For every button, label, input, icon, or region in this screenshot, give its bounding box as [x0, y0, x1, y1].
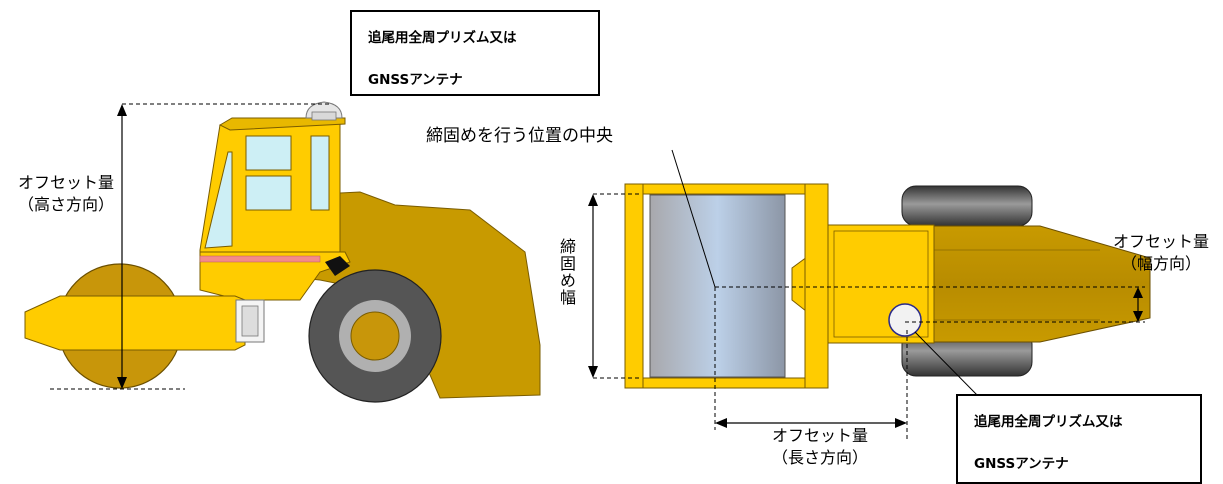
- front-hinge-inner: [241, 305, 259, 337]
- front-frame-left: [624, 183, 644, 389]
- height-offset-label: オフセット量 （高さ方向）: [6, 175, 126, 213]
- front-frame-right: [804, 183, 829, 389]
- callout-bottom-line2: GNSSアンテナ: [974, 456, 1069, 472]
- length-offset-label: オフセット量 （長さ方向）: [750, 428, 890, 466]
- cab-window-1: [245, 135, 292, 171]
- length-offset-line1: オフセット量: [771, 426, 868, 445]
- compaction-width-label: 締固め幅: [557, 238, 576, 306]
- top-view-roller: [588, 149, 1151, 440]
- callout-bottom-line1: 追尾用全周プリズム又は: [974, 414, 1123, 430]
- width-offset-line1: オフセット量: [1112, 232, 1209, 251]
- side-view-roller: [24, 101, 541, 403]
- prism-top-view: [888, 303, 922, 337]
- front-frame-arm: [24, 295, 246, 351]
- chassis: [199, 251, 351, 301]
- width-offset-label: オフセット量 （幅方向）: [1100, 234, 1222, 272]
- compaction-center-label: 締固めを行う位置の中央: [426, 126, 613, 146]
- callout-top-line2: GNSSアンテナ: [368, 72, 463, 88]
- antenna-base: [311, 111, 337, 121]
- width-offset-line2: （幅方向）: [1120, 254, 1201, 273]
- rear-tire-hub: [350, 311, 400, 361]
- cab-front-glass: [204, 151, 233, 249]
- front-frame-bottom: [624, 377, 829, 389]
- front-frame-top: [624, 183, 829, 195]
- pink-stripe: [199, 255, 321, 263]
- black-joint: [325, 256, 350, 276]
- height-offset-line1: オフセット量: [17, 173, 114, 192]
- height-offset-line2: （高さ方向）: [17, 195, 114, 214]
- front-drum-top: [649, 194, 786, 378]
- callout-top-line1: 追尾用全周プリズム又は: [368, 30, 517, 46]
- rear-tire-top: [901, 185, 1033, 227]
- cab-window-2: [245, 175, 292, 211]
- antenna-callout-bottom: 追尾用全周プリズム又は GNSSアンテナ: [956, 394, 1202, 484]
- cab-side-panel: [218, 117, 346, 131]
- antenna-callout-top: 追尾用全周プリズム又は GNSSアンテナ: [350, 10, 600, 96]
- cab-window-3: [310, 135, 330, 211]
- length-offset-line2: （長さ方向）: [771, 448, 868, 467]
